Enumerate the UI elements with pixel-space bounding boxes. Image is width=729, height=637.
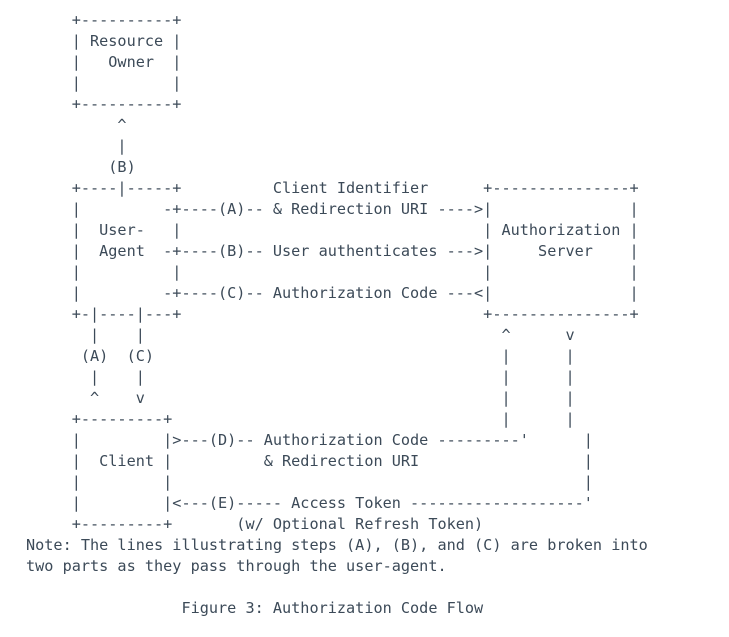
- ascii-flow-diagram: +----------+ | Resource | | Owner | | | …: [71, 11, 639, 533]
- diagram-note: Note: The lines illustrating steps (A), …: [26, 536, 648, 575]
- figure-caption: Figure 3: Authorization Code Flow: [26, 599, 484, 617]
